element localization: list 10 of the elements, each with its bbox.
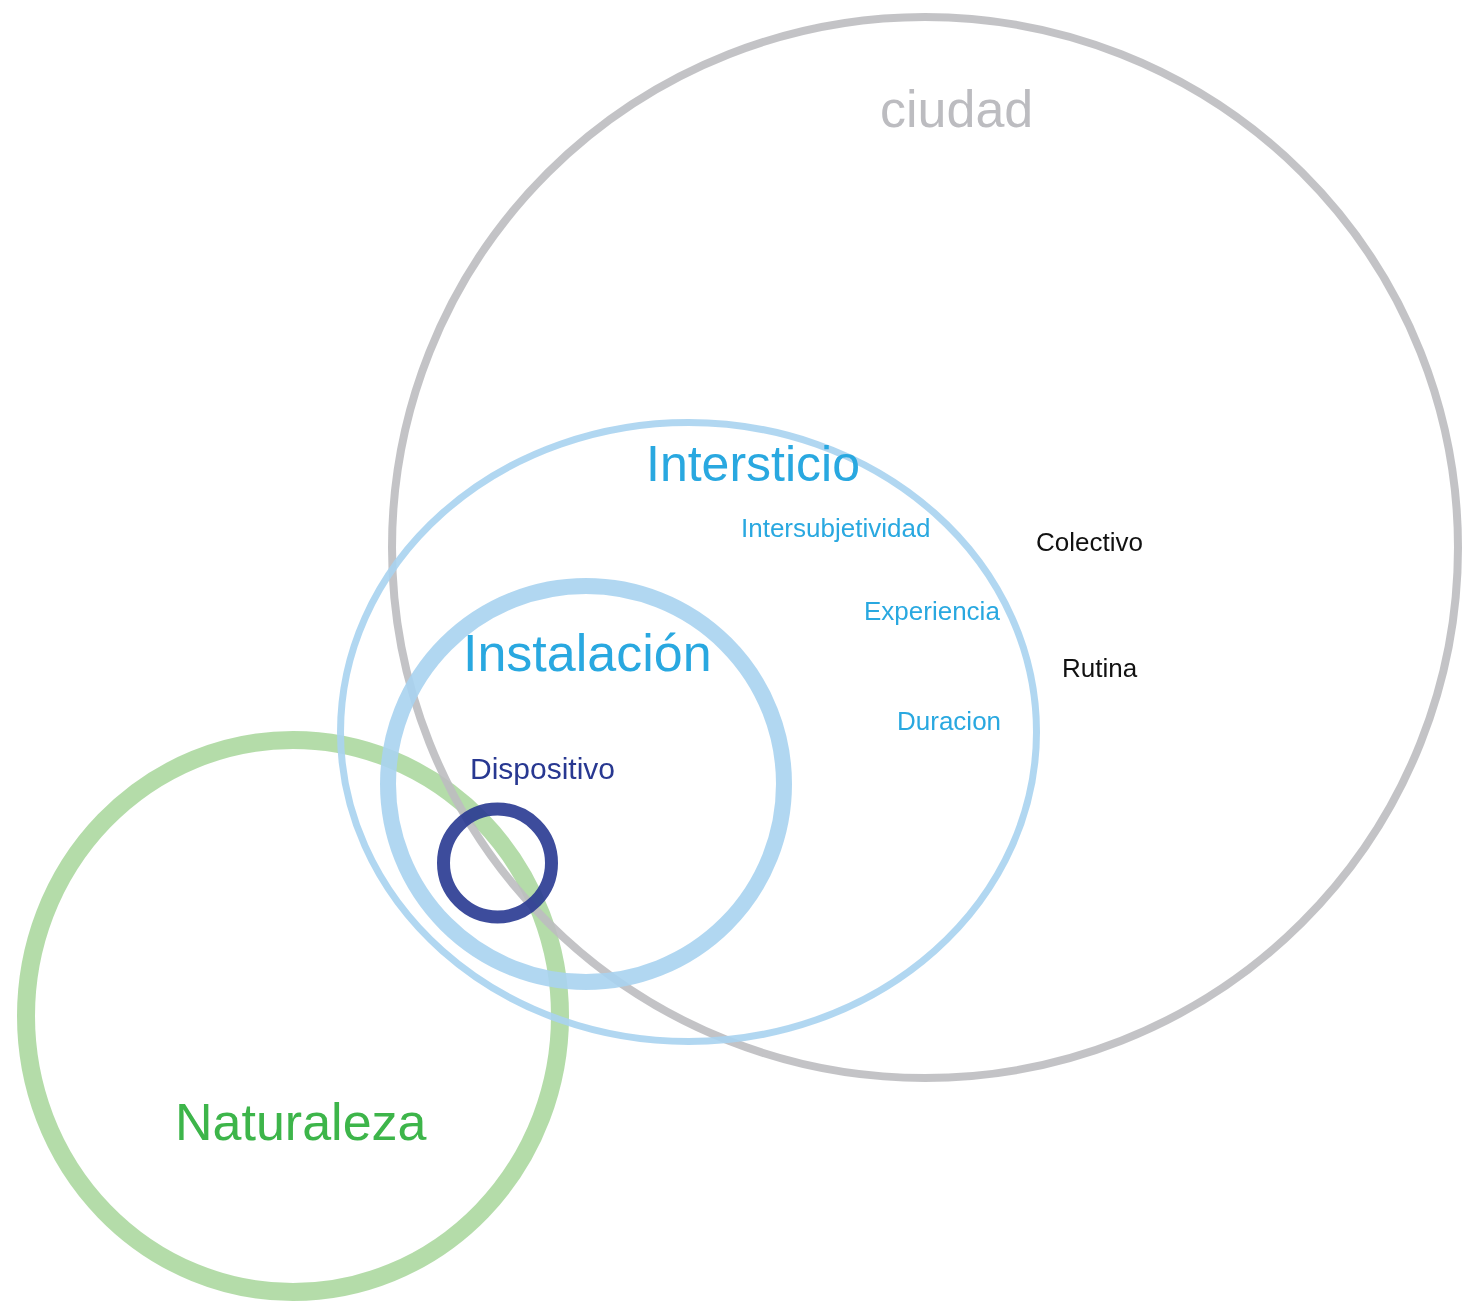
term-label: Intersubjetividad: [741, 514, 931, 544]
set-title: Instalación: [463, 624, 712, 684]
node-caption: Dispositivo: [470, 752, 616, 787]
term-label: Rutina: [1062, 654, 1138, 684]
set-title: Intersticio: [646, 436, 860, 494]
set-title: ciudad: [880, 80, 1034, 140]
term-label: Experiencia: [864, 597, 1000, 627]
term-label: Duracion: [897, 707, 1002, 737]
term-label: Colectivo: [1036, 528, 1143, 558]
set-title: Naturaleza: [175, 1093, 427, 1153]
